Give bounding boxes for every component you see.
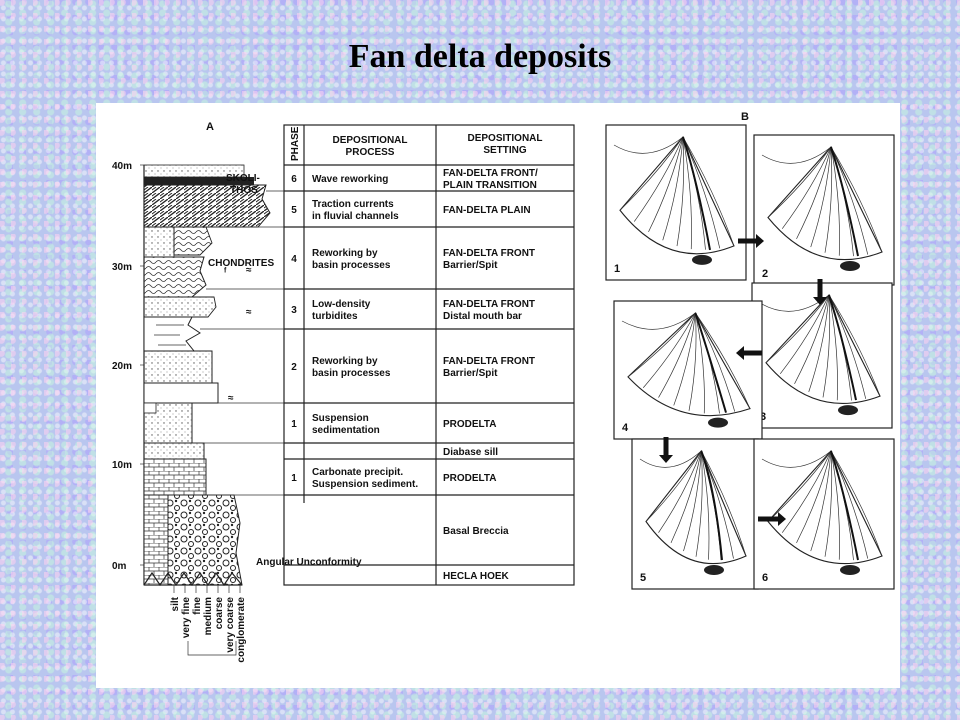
depositional-table: PHASE DEPOSITIONAL PROCESS DEPOSITIONAL …	[283, 124, 575, 586]
panel-number: 2	[762, 268, 768, 280]
sequence-arrow	[659, 437, 673, 463]
setting-text: FAN-DELTA FRONT	[443, 299, 535, 310]
phase-number: 4	[291, 254, 297, 265]
trace-symbol: ᶠ	[224, 267, 227, 278]
panel-number: 4	[622, 422, 629, 434]
panel-number: 1	[614, 263, 620, 275]
process-text: sedimentation	[312, 425, 380, 436]
fan-panel-6: 6	[753, 438, 895, 590]
setting-text: PLAIN TRANSITION	[443, 180, 537, 191]
sequence-arrow	[738, 234, 764, 248]
setting-text: FAN-DELTA PLAIN	[443, 205, 531, 216]
header-setting: SETTING	[483, 145, 527, 156]
panel-number: 6	[762, 572, 768, 584]
process-text: Low-density	[312, 299, 371, 310]
setting-text: FAN-DELTA FRONT/	[443, 168, 538, 179]
setting-text: Diabase sill	[443, 447, 498, 458]
process-text: Reworking by	[312, 248, 378, 259]
setting-text: Distal mouth bar	[443, 311, 522, 322]
fan-panel-2: 2	[753, 134, 895, 286]
phase-number: 1	[291, 419, 297, 430]
process-text: turbidites	[312, 311, 358, 322]
grain-size-label: very fine	[181, 597, 192, 639]
trace-symbol: ≈	[228, 393, 234, 404]
header-phase: PHASE	[290, 126, 301, 161]
page-title: Fan delta deposits	[348, 38, 612, 75]
setting-text: Basal Breccia	[443, 526, 509, 537]
connector-lines	[192, 190, 284, 496]
grain-size-label: very coarse	[225, 597, 236, 653]
sequence-arrow	[758, 512, 786, 526]
figure: A 40m 30m 20m 10m 0m	[96, 103, 900, 688]
grain-size-label: medium	[203, 597, 214, 635]
setting-text: PRODELTA	[443, 473, 497, 484]
angular-unconformity-label: Angular Unconformity	[256, 557, 362, 568]
scale-label-0m: 0m	[112, 561, 127, 572]
panel-number: 3	[760, 411, 766, 423]
process-text: Wave reworking	[312, 174, 388, 185]
trace-symbol: ≈	[246, 265, 252, 276]
sequence-arrow	[736, 346, 762, 360]
process-text: basin processes	[312, 260, 391, 271]
phase-number: 3	[291, 305, 297, 316]
fan-panel-5: 5	[631, 438, 759, 590]
scale-label-40m: 40m	[112, 161, 132, 172]
trace-symbol: ≈	[246, 307, 252, 318]
grain-size-label: silt	[170, 596, 181, 611]
stratigraphic-log	[143, 164, 271, 587]
process-text: in fluvial channels	[312, 211, 399, 222]
depth-scale: 40m 30m 20m 10m 0m	[112, 161, 145, 585]
panel-number: 5	[640, 572, 646, 584]
scale-label-10m: 10m	[112, 460, 132, 471]
fan-panel-3: 3	[751, 282, 893, 429]
phase-number: 6	[291, 174, 297, 185]
skolithos-label-2: THOS	[230, 185, 258, 196]
phase-number: 1	[291, 473, 297, 484]
setting-text: Barrier/Spit	[443, 260, 498, 271]
header-process: DEPOSITIONAL	[332, 135, 407, 146]
scale-label-20m: 20m	[112, 361, 132, 372]
process-text: Traction currents	[312, 199, 394, 210]
process-text: Carbonate precipit.	[312, 467, 403, 478]
process-text: Suspension sediment.	[312, 479, 418, 490]
setting-text: Barrier/Spit	[443, 368, 498, 379]
header-process: PROCESS	[346, 147, 395, 158]
fan-delta-diagram: A 40m 30m 20m 10m 0m	[112, 111, 895, 663]
scale-label-30m: 30m	[112, 262, 132, 273]
setting-text: FAN-DELTA FRONT	[443, 356, 535, 367]
phase-number: 5	[291, 205, 297, 216]
setting-text: FAN-DELTA FRONT	[443, 248, 535, 259]
fan-panel-4: 4	[613, 300, 763, 440]
setting-text: HECLA HOEK	[443, 571, 510, 582]
panel-a-label: A	[206, 121, 214, 133]
chondrites-label: CHONDRITES	[208, 258, 274, 269]
grain-size-label: conglomerate	[236, 597, 247, 663]
skolithos-label-1: SKOLI-	[226, 173, 260, 184]
sequence-arrow	[813, 279, 827, 305]
setting-text: PRODELTA	[443, 419, 497, 430]
fan-panel-1: 1	[605, 124, 747, 281]
process-text: Reworking by	[312, 356, 378, 367]
process-text: basin processes	[312, 368, 391, 379]
grain-size-label: coarse	[214, 597, 225, 630]
header-setting: DEPOSITIONAL	[467, 133, 542, 144]
process-text: Suspension	[312, 413, 369, 424]
phase-number: 2	[291, 362, 297, 373]
panel-b-label: B	[741, 111, 749, 123]
grain-size-label: fine	[192, 597, 203, 615]
